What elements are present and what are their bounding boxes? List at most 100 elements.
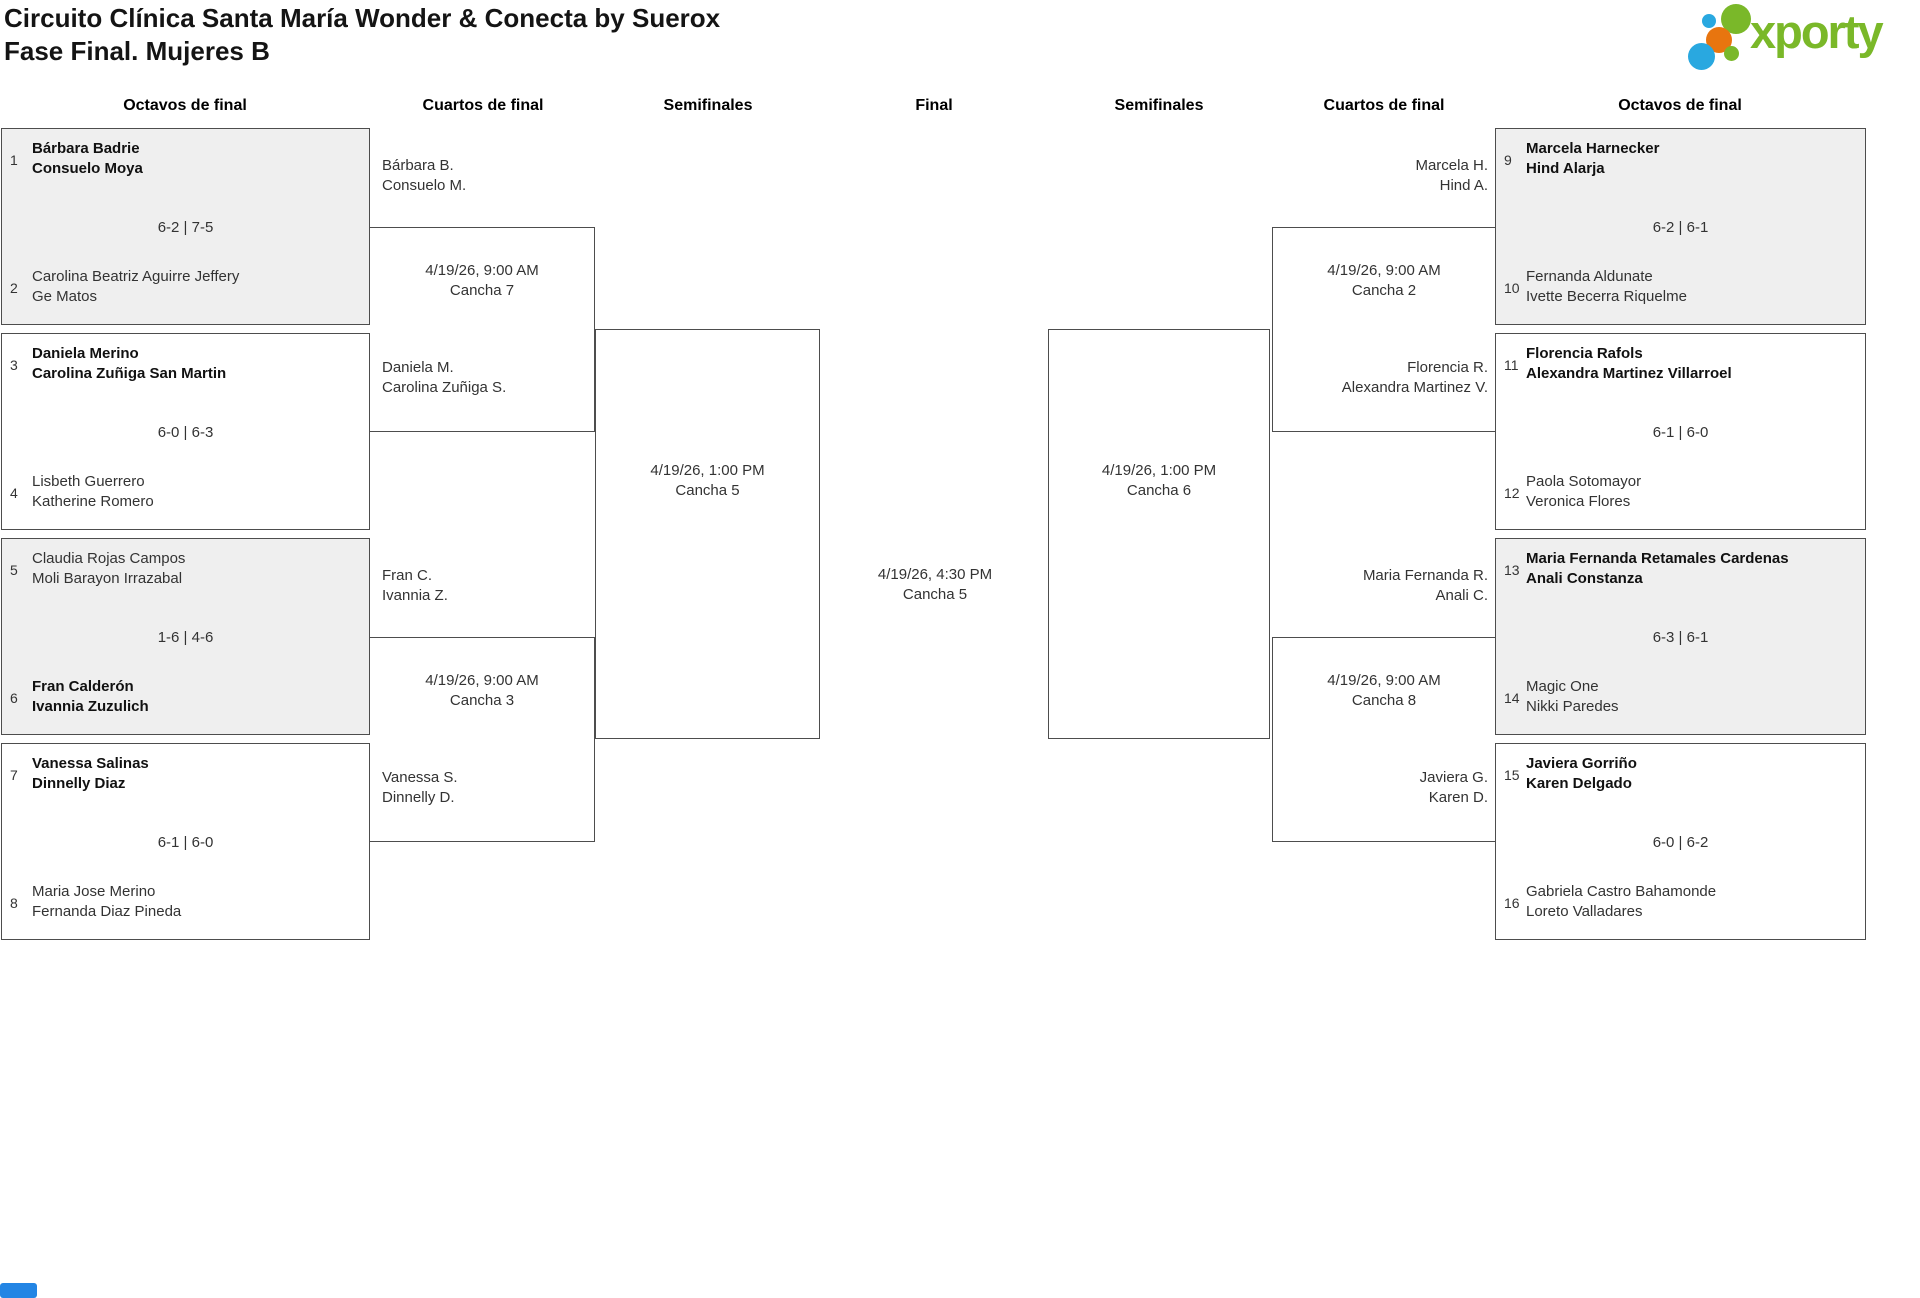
player-name: Ivette Becerra Riquelme — [1526, 288, 1687, 305]
match-score: 6-2 | 6-1 — [1652, 219, 1709, 236]
player-name: Javiera Gorriño — [1526, 755, 1637, 772]
logo-wordmark: xporty — [1750, 5, 1884, 58]
player-name: Maria Fernanda Retamales Cardenas — [1526, 550, 1789, 567]
player-name: Gabriela Castro Bahamonde — [1526, 883, 1717, 900]
match-score: 6-2 | 7-5 — [157, 219, 214, 236]
player-name: Carolina Beatriz Aguirre Jeffery — [32, 268, 240, 285]
player-name: Consuelo Moya — [32, 160, 143, 177]
team-top: Bárbara Badrie Consuelo Moya — [32, 139, 143, 179]
match-score: 6-0 | 6-3 — [157, 424, 214, 441]
match-datetime: 4/19/26, 9:00 AM — [425, 262, 539, 279]
match-box-octavos-2[interactable]: 3 Daniela Merino Carolina Zuñiga San Mar… — [1, 333, 370, 530]
seed-number: 2 — [10, 280, 18, 296]
seed-number: 8 — [10, 895, 18, 911]
seed-number: 14 — [1504, 690, 1520, 706]
player-name: Carolina Zuñiga S. — [382, 379, 507, 396]
seed-number: 4 — [10, 485, 18, 501]
team-bottom: Paola Sotomayor Veronica Flores — [1526, 472, 1641, 512]
round-header-cuartos-right: Cuartos de final — [1323, 97, 1445, 114]
match-datetime: 4/19/26, 9:00 AM — [425, 672, 539, 689]
match-schedule: 4/19/26, 9:00 AM Cancha 3 — [370, 671, 594, 711]
logo-dot-blue-small — [1702, 14, 1716, 28]
player-name: Veronica Flores — [1526, 493, 1631, 510]
match-box-quarterfinal-left-2[interactable]: 4/19/26, 9:00 AM Cancha 3 Vanessa S. Din… — [370, 637, 595, 842]
player-name: Alexandra Martinez V. — [1341, 379, 1488, 396]
qf-team-bottom: Vanessa S. Dinnelly D. — [382, 768, 458, 808]
match-box-octavos-7[interactable]: 13 Maria Fernanda Retamales Cardenas Ana… — [1495, 538, 1866, 735]
match-box-quarterfinal-right-1[interactable]: 4/19/26, 9:00 AM Cancha 2 Florencia R. A… — [1272, 227, 1495, 432]
player-name: Paola Sotomayor — [1526, 473, 1642, 490]
final-match-schedule: 4/19/26, 4:30 PM Cancha 5 — [822, 565, 1048, 605]
match-box-quarterfinal-right-2[interactable]: 4/19/26, 9:00 AM Cancha 8 Javiera G. Kar… — [1272, 637, 1495, 842]
logo-dot-blue-large — [1688, 43, 1715, 70]
player-name: Alexandra Martinez Villarroel — [1526, 365, 1732, 382]
logo-dot-green-small — [1724, 46, 1739, 61]
seed-number: 9 — [1504, 152, 1512, 168]
player-name: Magic One — [1526, 678, 1599, 695]
match-datetime: 4/19/26, 9:00 AM — [1327, 672, 1441, 689]
match-box-octavos-3[interactable]: 5 Claudia Rojas Campos Moli Barayon Irra… — [1, 538, 370, 735]
round-header-final: Final — [915, 97, 953, 114]
team-bottom: Carolina Beatriz Aguirre Jeffery Ge Mato… — [32, 267, 239, 307]
match-box-octavos-4[interactable]: 7 Vanessa Salinas Dinnelly Diaz 6-1 | 6-… — [1, 743, 370, 940]
seed-number: 5 — [10, 562, 18, 578]
player-name: Ivannia Zuzulich — [32, 698, 149, 715]
match-score: 6-1 | 6-0 — [1652, 424, 1709, 441]
seed-number: 3 — [10, 357, 18, 373]
player-name: Ivannia Z. — [382, 587, 448, 604]
player-name: Dinnelly Diaz — [32, 775, 126, 792]
match-box-semifinal-left[interactable]: 4/19/26, 1:00 PM Cancha 5 — [595, 329, 820, 739]
round-header-octavos-left: Octavos de final — [123, 97, 247, 114]
match-box-octavos-1[interactable]: 1 Bárbara Badrie Consuelo Moya 6-2 | 7-5… — [1, 128, 370, 325]
match-box-octavos-8[interactable]: 15 Javiera Gorriño Karen Delgado 6-0 | 6… — [1495, 743, 1866, 940]
player-name: Claudia Rojas Campos — [32, 550, 186, 567]
player-name: Karen D. — [1428, 789, 1488, 806]
player-name: Daniela Merino — [32, 345, 139, 362]
player-name: Marcela H. — [1415, 157, 1488, 174]
player-name: Vanessa S. — [382, 769, 458, 786]
page-title: Circuito Clínica Santa María Wonder & Co… — [4, 2, 720, 68]
player-name: Marcela Harnecker — [1526, 140, 1660, 157]
match-schedule: 4/19/26, 9:00 AM Cancha 8 — [1273, 671, 1495, 711]
player-name: Maria Jose Merino — [32, 883, 156, 900]
player-name: Karen Delgado — [1526, 775, 1632, 792]
round-header-semifinales-right: Semifinales — [1114, 97, 1204, 114]
player-name: Consuelo M. — [382, 177, 467, 194]
tournament-name: Circuito Clínica Santa María Wonder & Co… — [4, 3, 721, 33]
xporty-logo[interactable]: xporty — [1686, 2, 1916, 70]
match-box-octavos-5[interactable]: 9 Marcela Harnecker Hind Alarja 6-2 | 6-… — [1495, 128, 1866, 325]
qf-team-top: Maria Fernanda R. Anali C. — [1272, 566, 1488, 606]
match-box-octavos-6[interactable]: 11 Florencia Rafols Alexandra Martinez V… — [1495, 333, 1866, 530]
match-court: Cancha 2 — [1351, 282, 1417, 299]
match-score: 6-0 | 6-2 — [1652, 834, 1709, 851]
team-top: Marcela Harnecker Hind Alarja — [1526, 139, 1659, 179]
match-datetime: 4/19/26, 1:00 PM — [1101, 462, 1217, 479]
seed-number: 7 — [10, 767, 18, 783]
blue-action-button-fragment[interactable] — [0, 1283, 37, 1298]
team-bottom: Maria Jose Merino Fernanda Diaz Pineda — [32, 882, 181, 922]
seed-number: 16 — [1504, 895, 1520, 911]
player-name: Florencia Rafols — [1526, 345, 1643, 362]
match-schedule: 4/19/26, 9:00 AM Cancha 7 — [370, 261, 594, 301]
match-schedule: 4/19/26, 9:00 AM Cancha 2 — [1273, 261, 1495, 301]
player-name: Katherine Romero — [32, 493, 154, 510]
team-top: Vanessa Salinas Dinnelly Diaz — [32, 754, 149, 794]
qf-team-top: Marcela H. Hind A. — [1272, 156, 1488, 196]
match-schedule: 4/19/26, 1:00 PM Cancha 6 — [1049, 461, 1269, 501]
player-name: Bárbara B. — [382, 157, 454, 174]
player-name: Hind A. — [1439, 177, 1488, 194]
player-name: Moli Barayon Irrazabal — [32, 570, 183, 587]
match-box-semifinal-right[interactable]: 4/19/26, 1:00 PM Cancha 6 — [1048, 329, 1270, 739]
round-header-octavos-right: Octavos de final — [1618, 97, 1742, 114]
match-schedule: 4/19/26, 1:00 PM Cancha 5 — [596, 461, 819, 501]
player-name: Carolina Zuñiga San Martin — [32, 365, 227, 382]
match-court: Cancha 5 — [902, 586, 968, 603]
seed-number: 15 — [1504, 767, 1520, 783]
team-top: Maria Fernanda Retamales Cardenas Anali … — [1526, 549, 1789, 589]
match-box-quarterfinal-left-1[interactable]: 4/19/26, 9:00 AM Cancha 7 Daniela M. Car… — [370, 227, 595, 432]
player-name: Hind Alarja — [1526, 160, 1605, 177]
player-name: Fernanda Diaz Pineda — [32, 903, 182, 920]
player-name: Anali C. — [1435, 587, 1488, 604]
round-header-semifinales-left: Semifinales — [663, 97, 753, 114]
